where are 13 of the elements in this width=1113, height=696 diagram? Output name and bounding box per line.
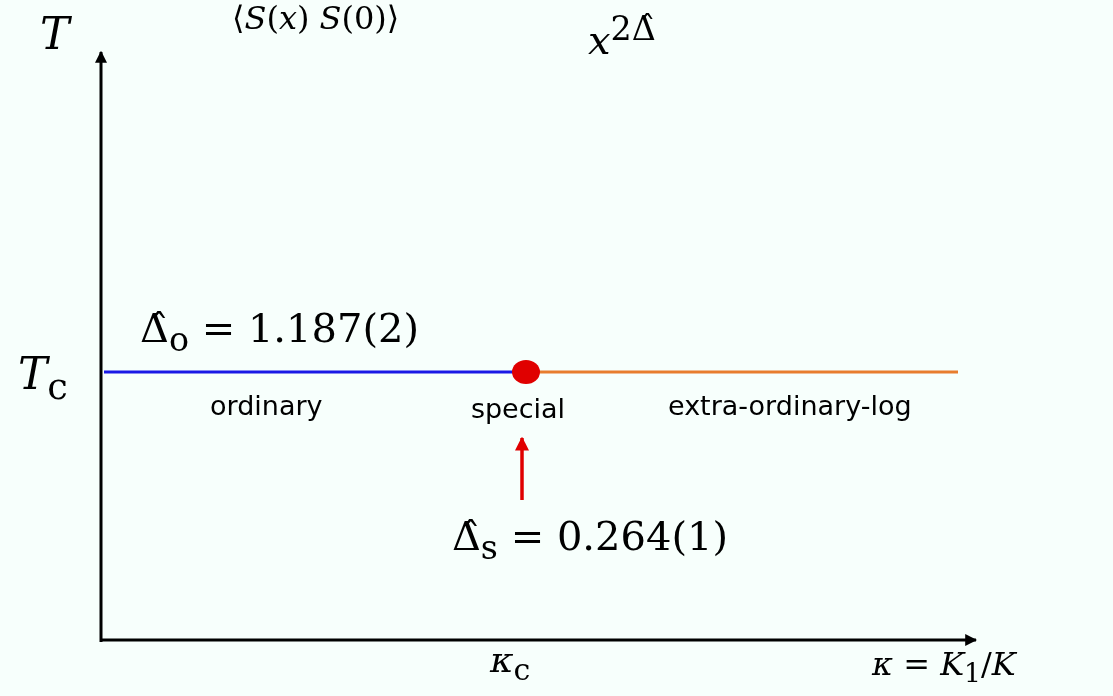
region-label: extra-ordinary-log — [668, 392, 912, 419]
axis-label: T — [40, 12, 70, 56]
formula-text: x$^{2Δ̂}$ — [588, 12, 656, 61]
tick-label: κ$_{c}$ — [490, 642, 531, 686]
exponent-label: Δ̂$_{o}$ = 1.187(2) — [140, 308, 420, 357]
point-label: special — [462, 390, 574, 428]
formula-text: ⟨S(x) S(0)⟩ — [232, 2, 400, 34]
arrow — [515, 436, 529, 500]
axis-label: κ = K$_{1}$/K — [872, 648, 1016, 688]
axis-label: T$_{c}$ — [18, 352, 68, 406]
critical-point — [512, 360, 540, 384]
region-label: ordinary — [210, 392, 323, 419]
exponent-label: Δ̂$_{s}$ = 0.264(1) — [425, 508, 755, 564]
